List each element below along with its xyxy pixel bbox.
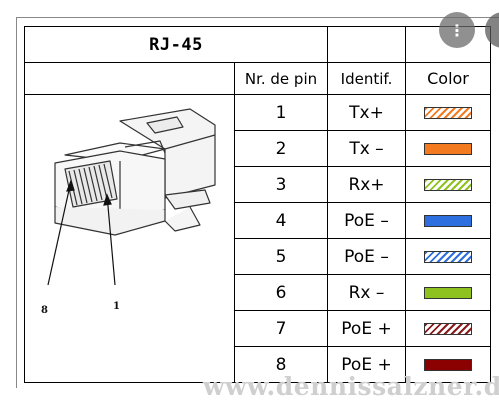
pin-identifier: PoE + [327, 346, 406, 383]
pin-number: 5 [234, 238, 328, 275]
table-row: 3 Rx+ [25, 166, 491, 203]
pin-number: 1 [234, 94, 328, 131]
pin-color-cell [405, 274, 491, 311]
pin-identifier: Tx – [327, 130, 406, 167]
color-swatch [424, 322, 472, 335]
table-row: 8 1 1 Tx+ [24, 94, 491, 383]
connector-pin-label-1: 1 [113, 301, 120, 312]
pin-color-cell [405, 94, 491, 131]
pin-identifier: PoE – [327, 238, 406, 275]
empty-header-cell [24, 62, 235, 95]
pin-number: 6 [234, 274, 328, 311]
pin-color-cell [405, 166, 491, 203]
pin-color-cell [405, 130, 491, 167]
connector-illustration-cell: 8 1 [24, 94, 235, 383]
pin-color-cell [405, 202, 491, 239]
column-header-color: Color [405, 62, 491, 95]
pin-color-cell [405, 310, 491, 347]
pin-identifier: Rx – [327, 274, 406, 311]
rj45-connector-illustration: 8 1 [41, 108, 216, 316]
table-title: RJ-45 [24, 26, 328, 63]
color-swatch [424, 286, 472, 299]
color-swatch [424, 214, 472, 227]
color-swatch [424, 358, 472, 371]
pin-identifier: Tx+ [327, 94, 406, 131]
pin-color-cell [405, 238, 491, 275]
pin-number: 3 [234, 166, 328, 203]
connector-pin-label-8: 8 [41, 305, 48, 316]
color-swatch [424, 106, 472, 119]
table-row: 8 PoE + [25, 346, 491, 383]
pin-identifier: PoE – [327, 202, 406, 239]
content-frame [16, 17, 499, 388]
column-header-ident: Identif. [327, 62, 406, 95]
table-row: 2 Tx – [25, 130, 491, 167]
watermark: www.dennissalzner.de [203, 372, 499, 401]
overlay-button-partial[interactable] [485, 12, 499, 48]
color-swatch [424, 250, 472, 263]
empty-header-cell [327, 26, 406, 63]
pin-color-cell [405, 346, 491, 383]
pin-number: 7 [234, 310, 328, 347]
pin-number: 4 [234, 202, 328, 239]
table-row: 4 PoE – [25, 202, 491, 239]
column-header-pin: Nr. de pin [234, 62, 328, 95]
color-swatch [424, 142, 472, 155]
pin-identifier: Rx+ [327, 166, 406, 203]
more-vert-icon[interactable]: ⋮ [439, 12, 475, 48]
rj45-pinout-table: RJ-45 Nr. de pin Identif. Color [24, 26, 491, 383]
table-row: 7 PoE + [25, 310, 491, 347]
pin-identifier: PoE + [327, 310, 406, 347]
pin-number: 2 [234, 130, 328, 167]
table-row: 6 Rx – [25, 274, 491, 311]
image-overlay-controls: ⋮ [439, 12, 499, 48]
color-swatch [424, 178, 472, 191]
